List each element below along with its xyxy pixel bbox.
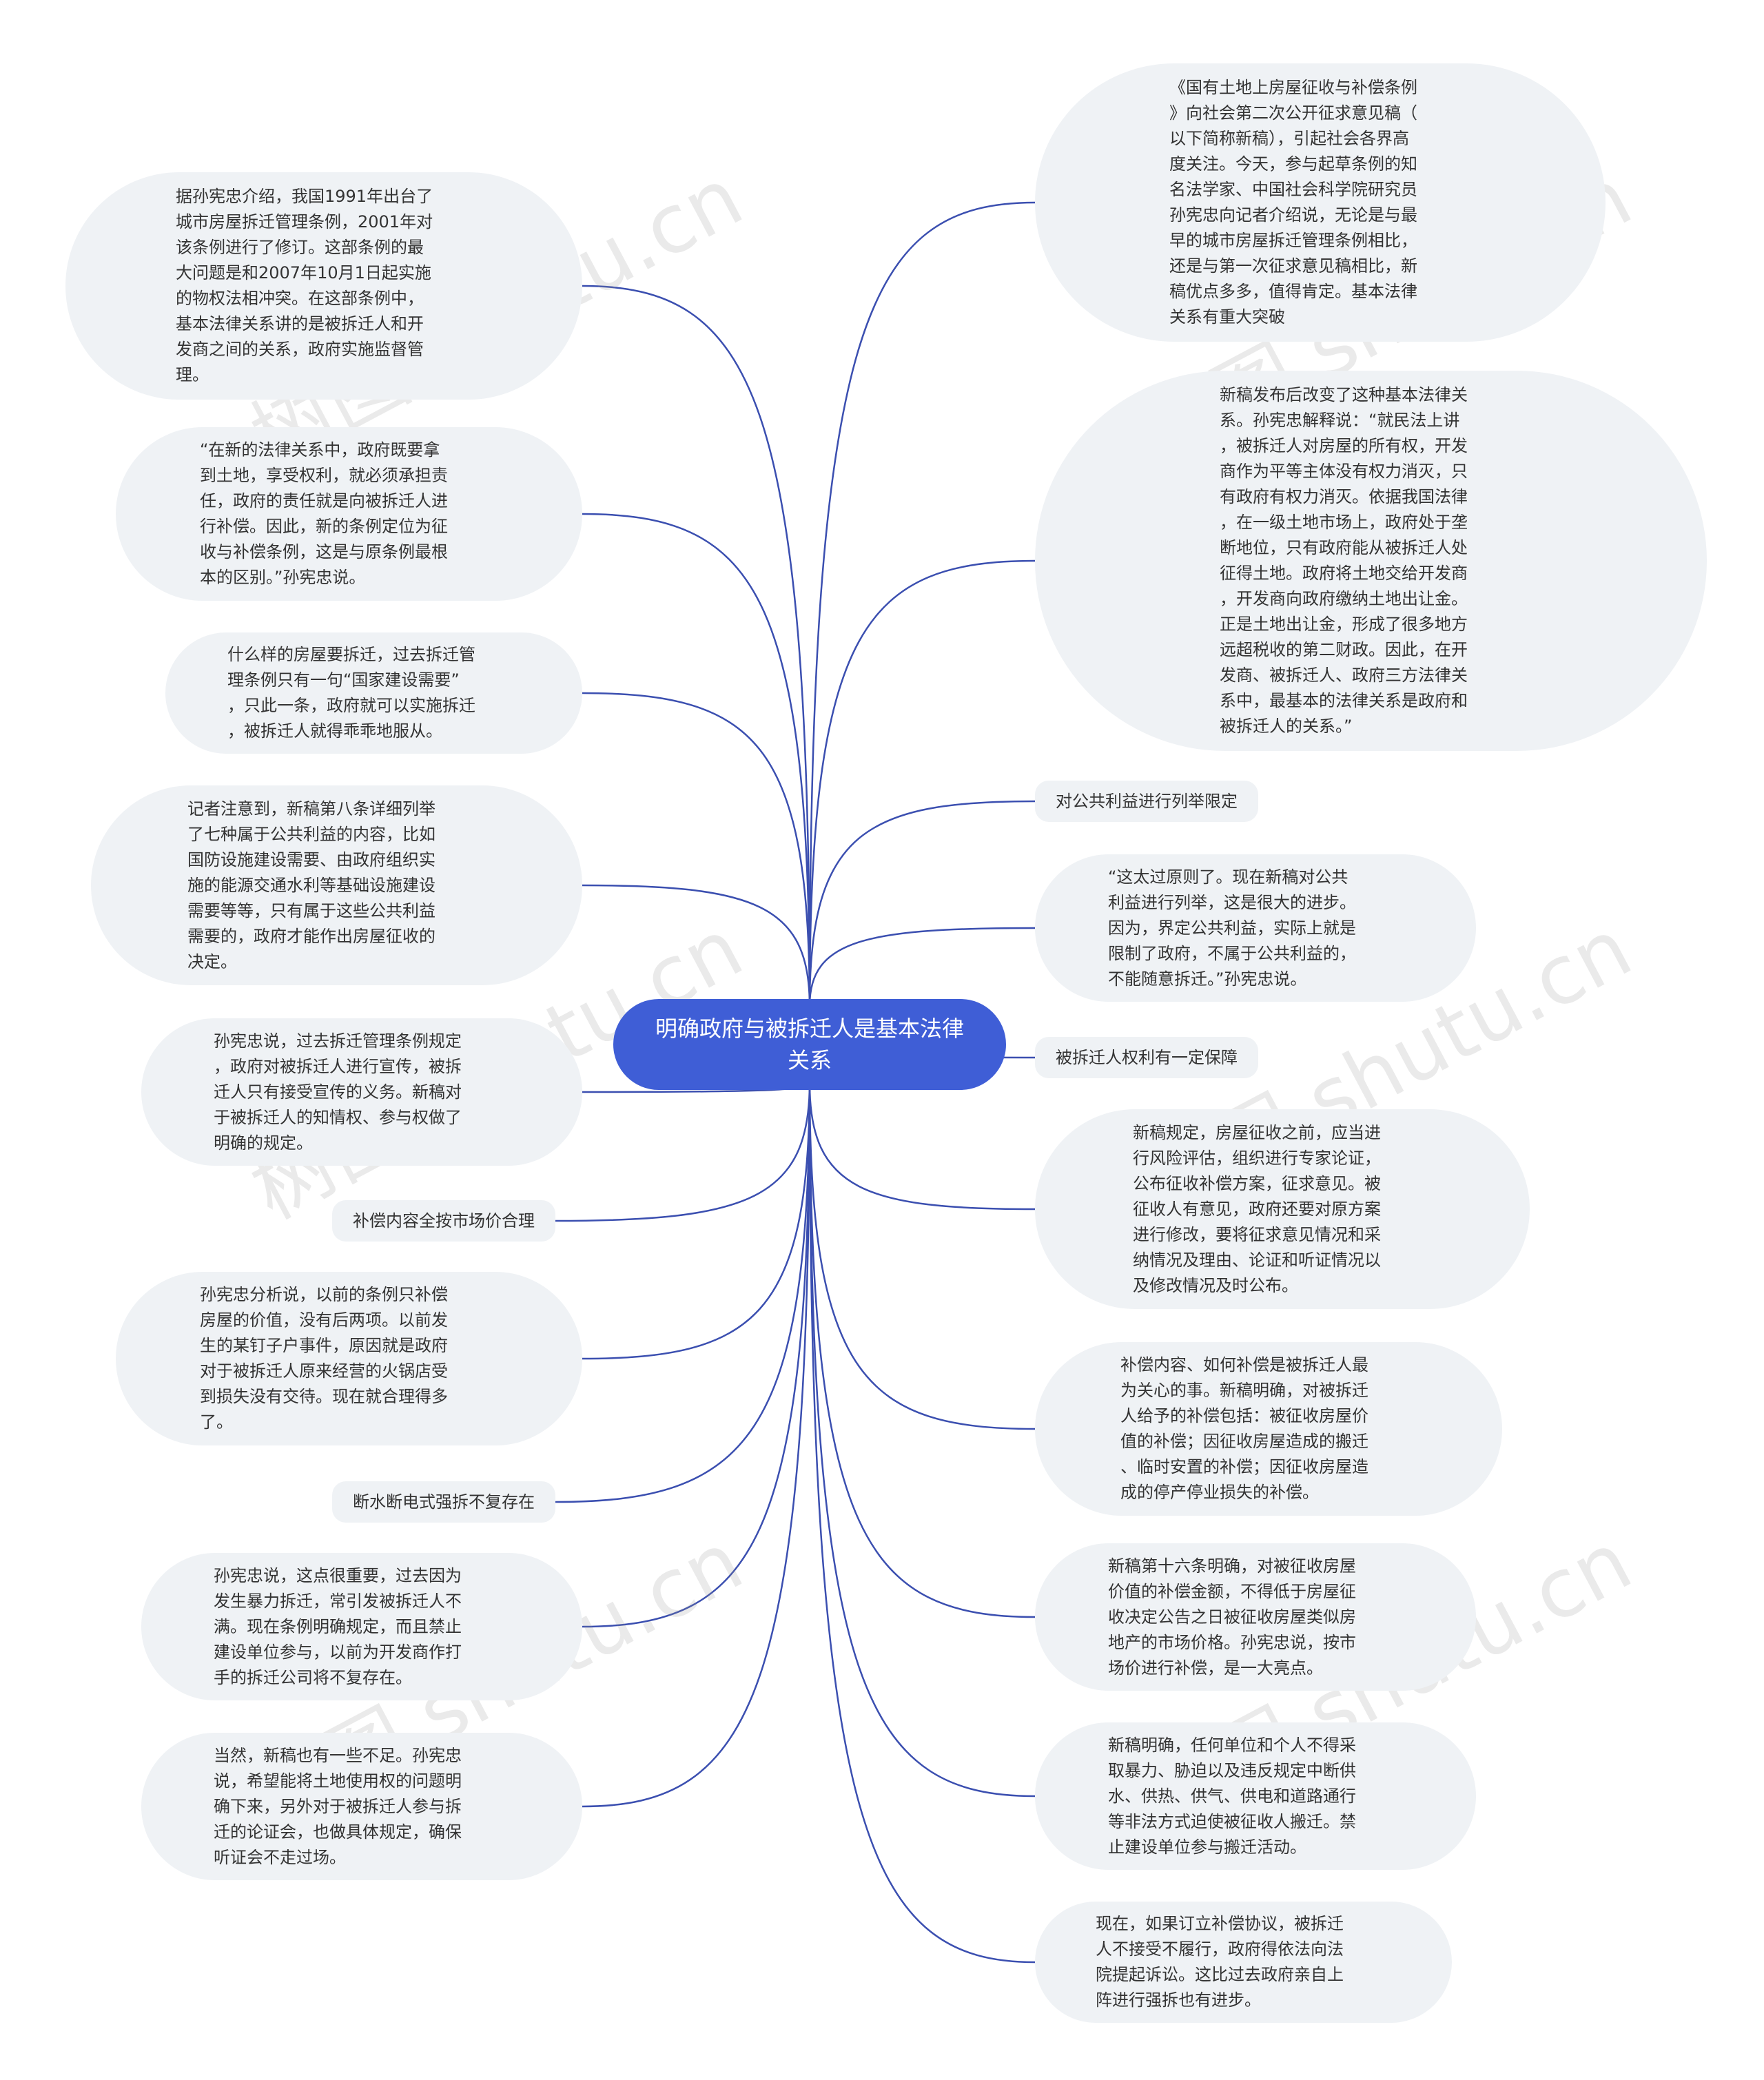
- branch-node[interactable]: 新稿规定，房屋征收之前，应当进 行风险评估，组织进行专家论证， 公布征收补偿方案…: [1035, 1109, 1530, 1309]
- branch-node[interactable]: 孙宪忠分析说，以前的条例只补偿 房屋的价值，没有后两项。以前发 生的某钉子户事件…: [116, 1272, 582, 1445]
- branch-node-text: 现在，如果订立补偿协议，被拆迁 人不接受不履行，政府得依法向法 院提起诉讼。这比…: [1096, 1914, 1344, 2010]
- branch-node-text: 新稿发布后改变了这种基本法律关 系。孙宪忠解释说：“就民法上讲 ，被拆迁人对房屋…: [1220, 385, 1468, 736]
- branch-node[interactable]: 新稿发布后改变了这种基本法律关 系。孙宪忠解释说：“就民法上讲 ，被拆迁人对房屋…: [1035, 371, 1707, 751]
- connector-left: [555, 1082, 811, 1503]
- branch-node-text: 新稿规定，房屋征收之前，应当进 行风险评估，组织进行专家论证， 公布征收补偿方案…: [1133, 1122, 1381, 1295]
- branch-node-text: 《国有土地上房屋征收与补偿条例 》向社会第二次公开征求意见稿（ 以下简称新稿），…: [1169, 78, 1417, 327]
- branch-node[interactable]: 现在，如果订立补偿协议，被拆迁 人不接受不履行，政府得依法向法 院提起诉讼。这比…: [1035, 1902, 1452, 2023]
- branch-node-text: 当然，新稿也有一些不足。孙宪忠 说，希望能将土地使用权的问题明 确下来，另外对于…: [214, 1745, 462, 1867]
- central-topic-label: 明确政府与被拆迁人是基本法律关系: [655, 1016, 964, 1073]
- branch-node-text: 新稿明确，任何单位和个人不得采 取暴力、胁迫以及违反规定中断供 水、供热、供气、…: [1108, 1735, 1356, 1857]
- connector-right: [808, 559, 1036, 1007]
- central-topic[interactable]: 明确政府与被拆迁人是基本法律关系: [613, 999, 1006, 1090]
- branch-node-text: 断水断电式强拆不复存在: [353, 1492, 535, 1512]
- branch-node[interactable]: 孙宪忠说，这点很重要，过去因为 发生暴力拆迁，常引发被拆迁人不 满。现在条例明确…: [141, 1553, 582, 1700]
- branch-node[interactable]: 孙宪忠说，过去拆迁管理条例规定 ，政府对被拆迁人进行宣传，被拆 迁人只有接受宣传…: [141, 1018, 582, 1166]
- connector-left: [582, 513, 811, 1007]
- connector-left: [582, 285, 811, 1007]
- branch-node-text: 记者注意到，新稿第八条详细列举 了七种属于公共利益的内容，比如 国防设施建设需要…: [187, 799, 435, 971]
- connector-left: [582, 1082, 811, 1360]
- branch-node[interactable]: 记者注意到，新稿第八条详细列举 了七种属于公共利益的内容，比如 国防设施建设需要…: [91, 785, 582, 985]
- connector-right: [808, 927, 1036, 1007]
- connector-left: [582, 1082, 811, 1628]
- connector-right: [808, 1082, 1036, 1211]
- branch-node[interactable]: 新稿第十六条明确，对被征收房屋 价值的补偿金额，不得低于房屋征 收决定公告之日被…: [1035, 1543, 1476, 1691]
- connector-left: [582, 1082, 811, 1808]
- branch-node[interactable]: “在新的法律关系中，政府既要拿 到土地，享受权利，就必须承担责 任，政府的责任就…: [116, 427, 582, 601]
- branch-node[interactable]: 什么样的房屋要拆迁，过去拆迁管 理条例只有一句“国家建设需要” ，只此一条，政府…: [165, 632, 582, 754]
- branch-node[interactable]: “这太过原则了。现在新稿对公共 利益进行列举，这是很大的进步。 因为，界定公共利…: [1035, 854, 1476, 1002]
- connector-left: [582, 884, 811, 1007]
- branch-node[interactable]: 当然，新稿也有一些不足。孙宪忠 说，希望能将土地使用权的问题明 确下来，另外对于…: [141, 1733, 582, 1880]
- branch-node-text: 对公共利益进行列举限定: [1056, 791, 1238, 811]
- branch-node[interactable]: 被拆迁人权利有一定保障: [1035, 1037, 1258, 1078]
- branch-node-text: 孙宪忠说，这点很重要，过去因为 发生暴力拆迁，常引发被拆迁人不 满。现在条例明确…: [214, 1565, 462, 1687]
- connector-right: [808, 201, 1036, 1007]
- connector-right: [808, 1082, 1036, 1618]
- branch-node[interactable]: 断水断电式强拆不复存在: [332, 1481, 555, 1523]
- branch-node[interactable]: 据孙宪忠介绍，我国1991年出台了 城市房屋拆迁管理条例，2001年对 该条例进…: [65, 172, 582, 400]
- branch-node-text: 被拆迁人权利有一定保障: [1056, 1047, 1238, 1067]
- connector-left: [582, 692, 811, 1007]
- branch-node[interactable]: 对公共利益进行列举限定: [1035, 781, 1258, 822]
- branch-node-text: “这太过原则了。现在新稿对公共 利益进行列举，这是很大的进步。 因为，界定公共利…: [1108, 867, 1356, 989]
- branch-node-text: 补偿内容、如何补偿是被拆迁人最 为关心的事。新稿明确，对被拆迁 人给予的补偿包括…: [1120, 1355, 1368, 1502]
- branch-node[interactable]: 补偿内容、如何补偿是被拆迁人最 为关心的事。新稿明确，对被拆迁 人给予的补偿包括…: [1035, 1342, 1502, 1516]
- branch-node-text: 孙宪忠分析说，以前的条例只补偿 房屋的价值，没有后两项。以前发 生的某钉子户事件…: [200, 1285, 448, 1432]
- branch-node[interactable]: 补偿内容全按市场价合理: [332, 1200, 555, 1242]
- branch-node-text: 补偿内容全按市场价合理: [353, 1211, 535, 1231]
- branch-node[interactable]: 新稿明确，任何单位和个人不得采 取暴力、胁迫以及违反规定中断供 水、供热、供气、…: [1035, 1722, 1476, 1870]
- connector-right: [808, 1082, 1036, 1430]
- branch-node[interactable]: 《国有土地上房屋征收与补偿条例 》向社会第二次公开征求意见稿（ 以下简称新稿），…: [1035, 63, 1606, 342]
- branch-node-text: “在新的法律关系中，政府既要拿 到土地，享受权利，就必须承担责 任，政府的责任就…: [200, 440, 448, 587]
- connector-right: [808, 800, 1036, 1007]
- connector-left: [555, 1082, 811, 1222]
- branch-node-text: 孙宪忠说，过去拆迁管理条例规定 ，政府对被拆迁人进行宣传，被拆 迁人只有接受宣传…: [214, 1031, 462, 1153]
- branch-node-text: 新稿第十六条明确，对被征收房屋 价值的补偿金额，不得低于房屋征 收决定公告之日被…: [1108, 1556, 1356, 1678]
- connector-right: [808, 1082, 1036, 1798]
- branch-node-text: 什么样的房屋要拆迁，过去拆迁管 理条例只有一句“国家建设需要” ，只此一条，政府…: [227, 645, 475, 741]
- connector-right: [808, 1082, 1036, 1964]
- branch-node-text: 据孙宪忠介绍，我国1991年出台了 城市房屋拆迁管理条例，2001年对 该条例进…: [176, 187, 433, 384]
